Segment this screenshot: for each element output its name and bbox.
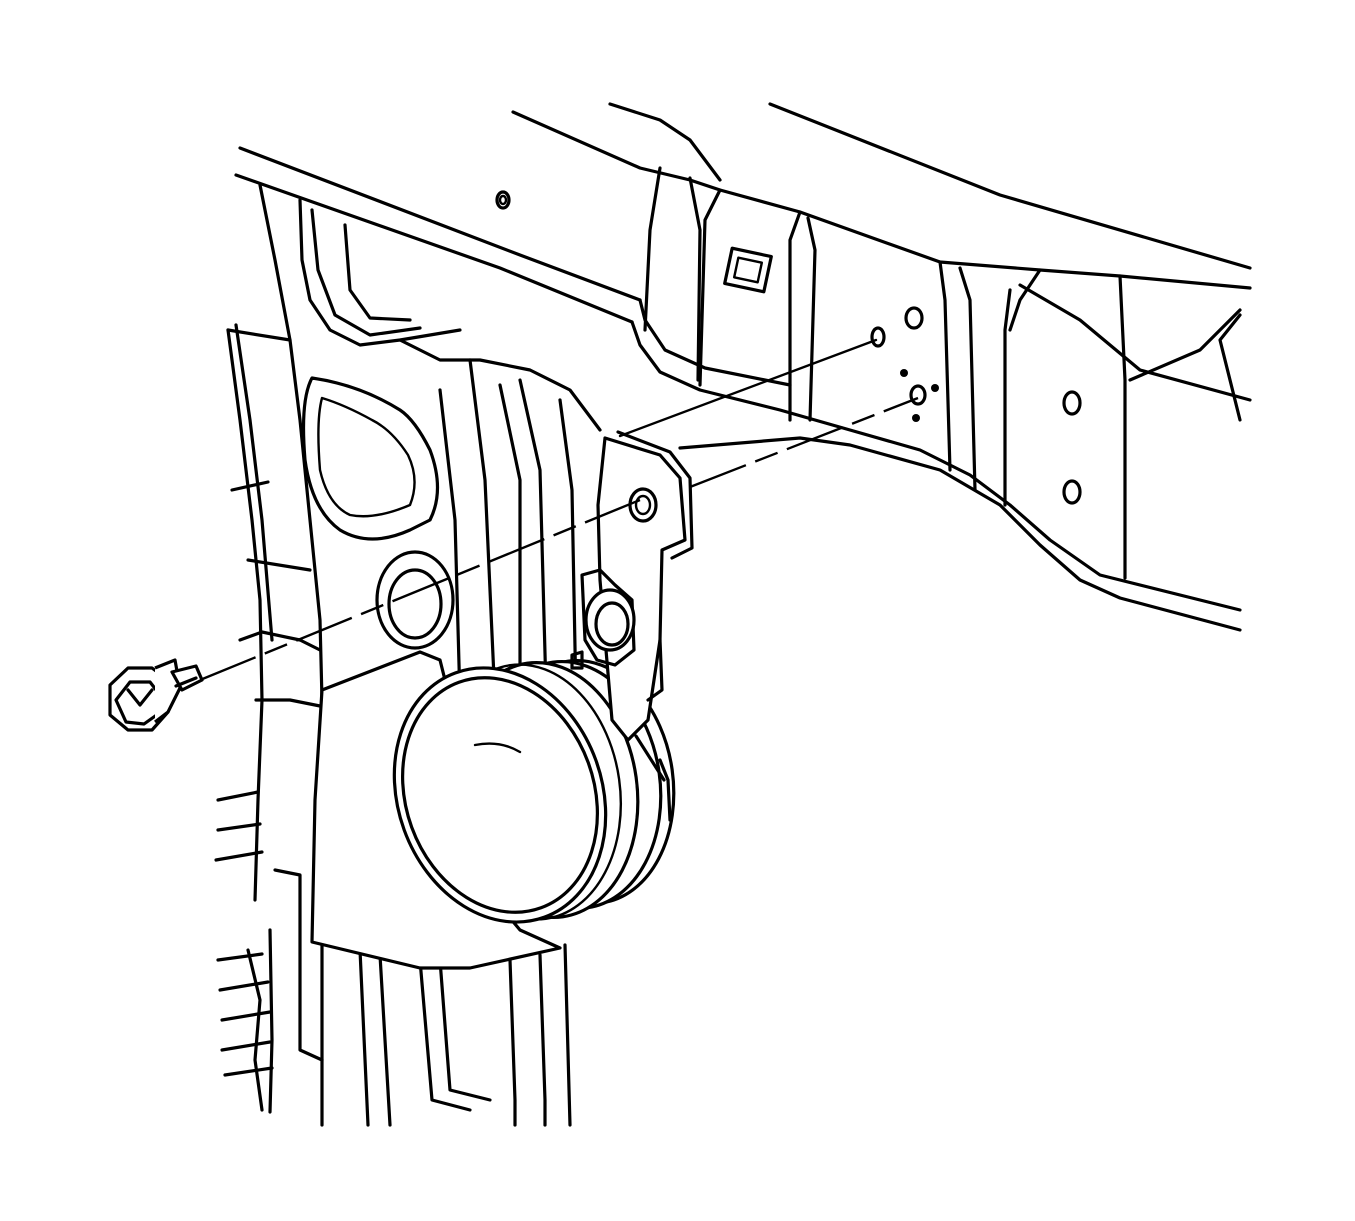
frame-rail-icon [234, 102, 1252, 632]
horn-icon [392, 658, 676, 924]
mounting-bracket-icon [570, 430, 694, 742]
radiator-support-icon [214, 183, 602, 1127]
alignment-lines [199, 338, 919, 682]
bolt-icon [108, 658, 204, 732]
